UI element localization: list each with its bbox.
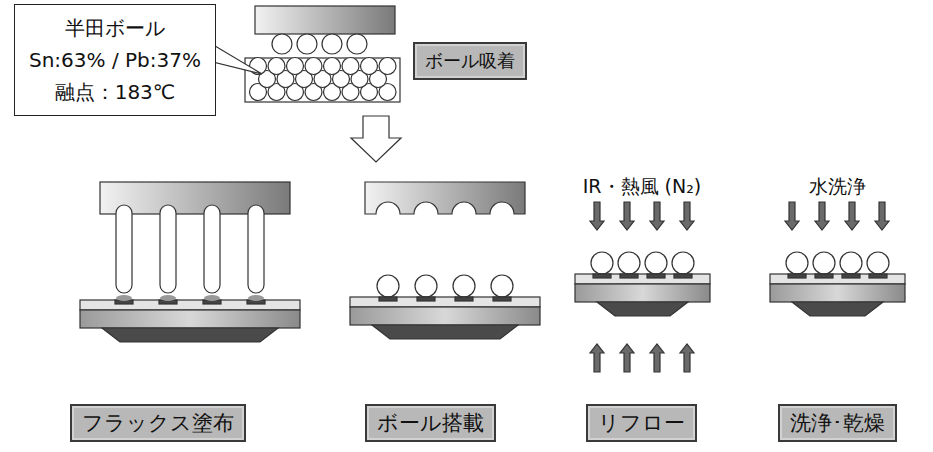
heat-arrow [590,344,604,372]
substrate-top-layer [770,274,905,284]
node-text: ボール吸着 [425,47,515,75]
solder-ball [672,252,694,274]
node-text: 半田ボール [65,13,165,43]
flux-dot [204,295,220,301]
solder-ball [268,58,285,75]
solder-ball [786,252,808,274]
mount-head [365,182,525,214]
flux-dot [248,295,264,301]
solder-ball [347,34,367,54]
step-label: ボール搭載 [365,404,496,442]
pad [593,274,611,278]
node-text: リフロー [598,409,685,437]
pad [417,297,435,301]
pad [647,274,665,278]
node-text: ボール搭載 [377,409,484,437]
solder-ball [591,252,613,274]
solder-ball [867,252,889,274]
step-label: フラックス塗布 [70,404,246,442]
heat-arrow [875,202,889,230]
heat-arrow [620,344,634,372]
substrate-core [350,307,540,325]
transfer-pin [248,205,264,293]
flux-dot [116,295,132,301]
package-body [792,302,883,316]
pad [674,274,692,278]
package-body [597,302,688,316]
pad [379,297,397,301]
suction-head [255,6,395,34]
solder-ball [840,252,862,274]
node-text: 融点：183℃ [55,77,176,107]
solder-ball [272,34,292,54]
solder-ball [287,58,304,75]
pad [493,297,511,301]
heat-arrow [680,344,694,372]
solder-ball [322,34,342,54]
solder-ball [324,58,341,75]
step-label: 洗浄･乾燥 [778,404,897,442]
heat-arrow [590,202,604,230]
substrate-top-layer [80,300,300,310]
heat-arrow [650,202,664,230]
substrate-top-layer [350,297,540,307]
solder-ball [342,58,359,75]
callout-box: 半田ボールSn:63% / Pb:37%融点：183℃ [14,4,216,116]
substrate-top-layer [575,274,710,284]
transfer-pin [204,205,220,293]
solder-ball [305,58,322,75]
node-text: フラックス塗布 [82,409,234,437]
pad [842,274,860,278]
package-body [102,328,278,342]
heat-arrow [845,202,859,230]
substrate-core [575,284,710,302]
pad [815,274,833,278]
process-condition-label: IR・熱風 (N₂) [581,174,704,198]
solder-ball [453,275,475,297]
solder-ball [491,275,513,297]
step-label: リフロー [586,404,697,442]
solder-ball [379,58,396,75]
heat-arrow [680,202,694,230]
step-label: ボール吸着 [413,42,527,80]
transfer-pin [160,205,176,293]
node-text: Sn:63% / Pb:37% [29,45,201,75]
heat-arrow [785,202,799,230]
transfer-pin [116,205,132,293]
pad [620,274,638,278]
solder-ball [618,252,640,274]
pad [788,274,806,278]
solder-ball [377,275,399,297]
substrate-core [80,310,300,328]
solder-ball [415,275,437,297]
heat-arrow [815,202,829,230]
ball-tray [245,58,400,102]
substrate-core [770,284,905,302]
flux-dot [160,295,176,301]
flow-arrow [351,116,401,162]
process-condition-label: 水洗浄 [807,174,868,198]
solder-ball [813,252,835,274]
node-text: 洗浄･乾燥 [790,409,885,437]
package-body [372,325,518,339]
pad [455,297,473,301]
heat-arrow [650,344,664,372]
solder-ball [361,58,378,75]
solder-ball [645,252,667,274]
pad [869,274,887,278]
solder-ball [297,34,317,54]
heat-arrow [620,202,634,230]
